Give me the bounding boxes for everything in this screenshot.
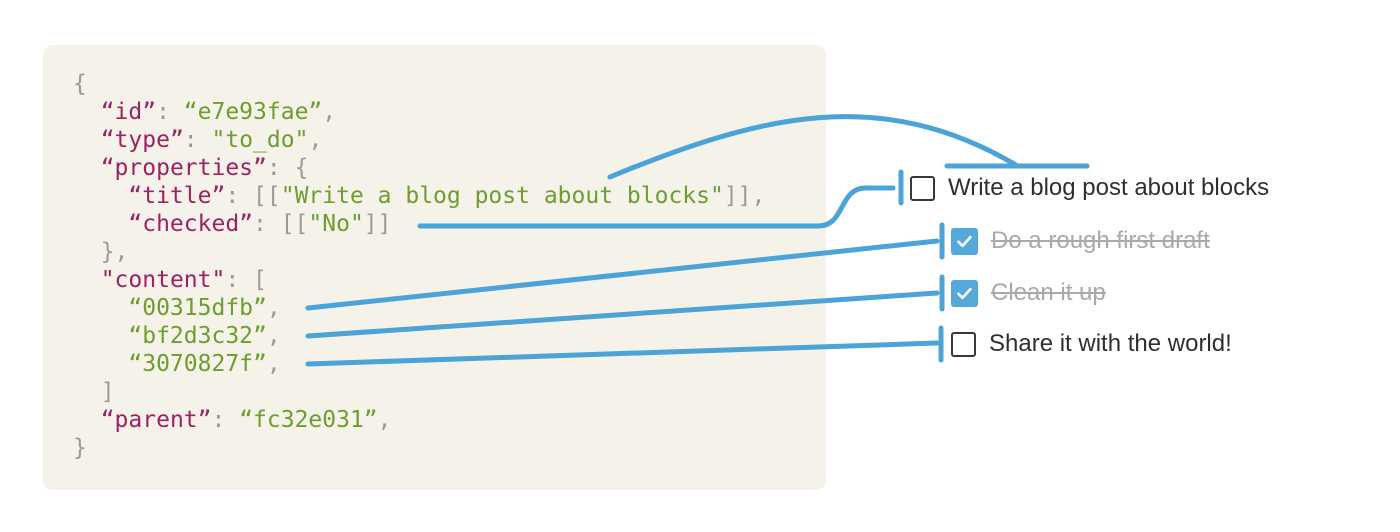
json-punctuation: : [156, 99, 184, 125]
json-key: “parent” [100, 407, 212, 433]
json-string: "No" [308, 211, 364, 237]
code-line: “type”: "to_do", [73, 126, 765, 154]
checkbox-unchecked[interactable] [951, 331, 976, 357]
json-punctuation: : [183, 127, 212, 153]
json-key: “title” [128, 183, 226, 209]
todo-item: Share it with the world! [951, 330, 1232, 358]
code-line: “bf2d3c32”, [73, 322, 765, 350]
checkmark-icon [957, 287, 972, 299]
todo-label: Write a blog post about blocks [948, 174, 1270, 201]
json-code: { “id”: “e7e93fae”, “type”: "to_do", “pr… [73, 70, 765, 462]
todo-item: Write a blog post about blocks [910, 174, 1269, 202]
json-punctuation: : [ [225, 267, 267, 293]
json-string: “00315dfb” [128, 295, 267, 321]
json-punctuation: { [73, 71, 87, 97]
code-line: “id”: “e7e93fae”, [73, 98, 765, 126]
json-punctuation: , [266, 295, 281, 321]
json-punctuation: } [73, 435, 87, 461]
code-line: }, [73, 238, 765, 266]
json-punctuation: : [211, 407, 240, 433]
json-key: “checked” [128, 211, 254, 237]
json-key: “id” [100, 99, 157, 125]
json-string: “e7e93fae” [183, 99, 323, 125]
code-line: “parent”: “fc32e031”, [73, 406, 765, 434]
json-punctuation: ] [73, 379, 115, 405]
json-string: “3070827f” [128, 351, 267, 377]
todo-item: Do a rough first draft [951, 227, 1210, 255]
checkbox-checked[interactable] [951, 279, 978, 307]
code-line: “3070827f”, [73, 350, 765, 378]
code-line: “00315dfb”, [73, 294, 765, 322]
code-line: "content": [ [73, 266, 765, 294]
json-string: “fc32e031” [239, 407, 378, 433]
json-punctuation: : [[ [253, 211, 309, 237]
json-punctuation: , [266, 323, 281, 349]
json-punctuation: : [[ [225, 183, 281, 209]
json-key: “properties” [100, 155, 267, 181]
json-punctuation: : { [266, 155, 309, 181]
todo-label: Clean it up [991, 279, 1106, 306]
todo-item: Clean it up [951, 279, 1106, 307]
json-punctuation: , [377, 407, 392, 433]
todo-label: Do a rough first draft [991, 227, 1210, 254]
json-punctuation: , [266, 351, 281, 377]
json-string: "to_do" [211, 127, 309, 153]
code-line: { [73, 70, 765, 98]
checkbox-checked[interactable] [951, 227, 978, 255]
code-line: “checked”: [["No"]] [73, 210, 765, 238]
json-punctuation: , [322, 99, 337, 125]
code-line: } [73, 434, 765, 462]
checkmark-icon [957, 235, 972, 247]
json-punctuation: }, [73, 239, 129, 265]
code-line: ] [73, 378, 765, 406]
checkbox-unchecked[interactable] [910, 175, 935, 201]
json-key: “type” [100, 127, 184, 153]
json-punctuation: , [308, 127, 323, 153]
json-key: "content" [100, 267, 226, 293]
todo-label: Share it with the world! [989, 330, 1232, 357]
code-line: “properties”: { [73, 154, 765, 182]
json-punctuation: ]] [363, 211, 392, 237]
json-string: “bf2d3c32” [128, 323, 267, 349]
